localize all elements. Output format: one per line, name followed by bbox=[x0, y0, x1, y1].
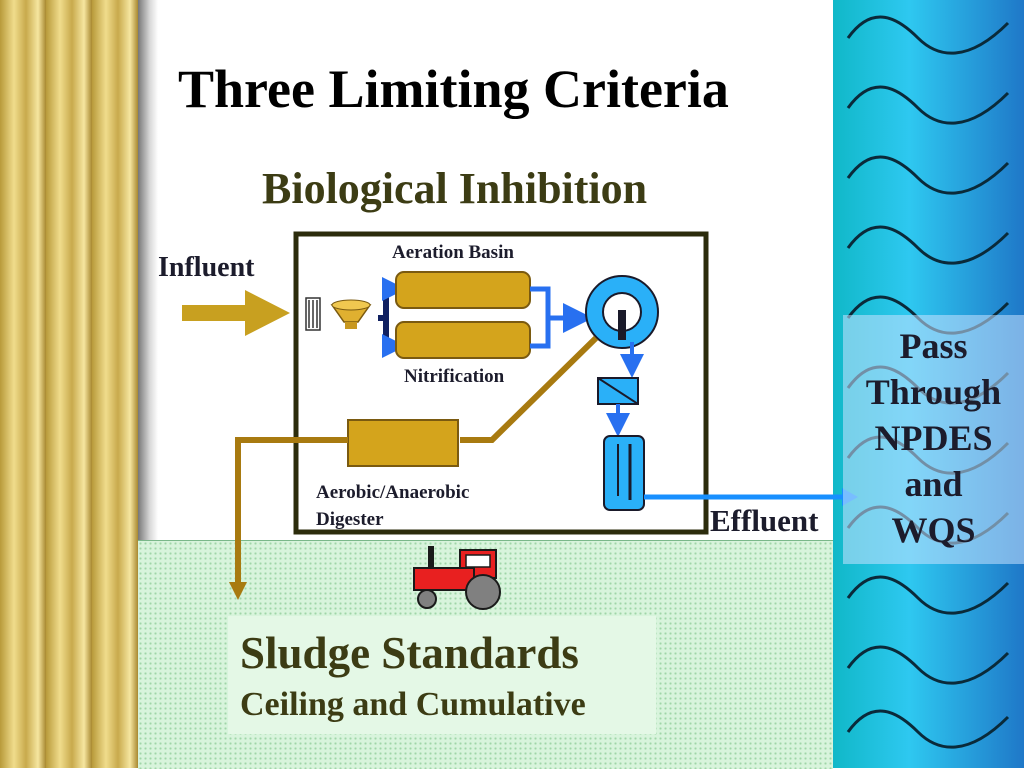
pass-through-box: Pass Through NPDES and WQS bbox=[843, 315, 1024, 564]
slide-subtitle: Biological Inhibition bbox=[262, 164, 648, 213]
sludge-standards-title: Sludge Standards bbox=[240, 628, 579, 678]
nitrification-label: Nitrification bbox=[404, 366, 505, 387]
sludge-standards-box bbox=[228, 616, 656, 734]
flow-splitter bbox=[378, 289, 389, 352]
pass-through-line: and bbox=[904, 464, 963, 504]
wave-decoration bbox=[846, 155, 1010, 195]
wave-decoration bbox=[846, 575, 1010, 615]
influent-arrow bbox=[182, 290, 290, 336]
clarifier-icon bbox=[585, 275, 659, 349]
pass-through-line: WQS bbox=[891, 510, 976, 550]
wave-decoration bbox=[846, 645, 1010, 685]
sludge-pipe bbox=[460, 335, 599, 443]
tank-icon bbox=[603, 435, 645, 511]
left-gold-border bbox=[0, 0, 138, 768]
pass-through-line: Pass bbox=[899, 326, 968, 366]
aeration-basin-2 bbox=[395, 321, 531, 359]
sludge-standards-subtitle: Ceiling and Cumulative bbox=[240, 686, 586, 723]
pass-through-line: Through bbox=[865, 372, 1002, 412]
digester-label: Aerobic/Anaerobic Digester bbox=[316, 482, 470, 530]
biosolids-pipe bbox=[235, 437, 348, 588]
screen-icon bbox=[305, 297, 321, 331]
tractor-icon bbox=[413, 546, 501, 610]
wave-decoration bbox=[846, 709, 1010, 749]
wave-decoration bbox=[846, 15, 1010, 55]
pass-through-line: NPDES bbox=[874, 418, 993, 458]
aeration-basin-1 bbox=[395, 271, 531, 309]
influent-label: Influent bbox=[158, 252, 255, 283]
biosolids-arrowhead bbox=[229, 582, 247, 600]
digester bbox=[347, 419, 459, 467]
wave-decoration bbox=[846, 85, 1010, 125]
grit-chamber-icon bbox=[330, 299, 372, 329]
plant-boundary bbox=[293, 231, 709, 535]
uv-disinfection-icon bbox=[597, 377, 639, 405]
slide-title: Three Limiting Criteria bbox=[178, 59, 729, 119]
aeration-basin-label: Aeration Basin bbox=[392, 242, 514, 263]
wave-decoration bbox=[846, 225, 1010, 265]
effluent-label: Effluent bbox=[710, 503, 819, 538]
